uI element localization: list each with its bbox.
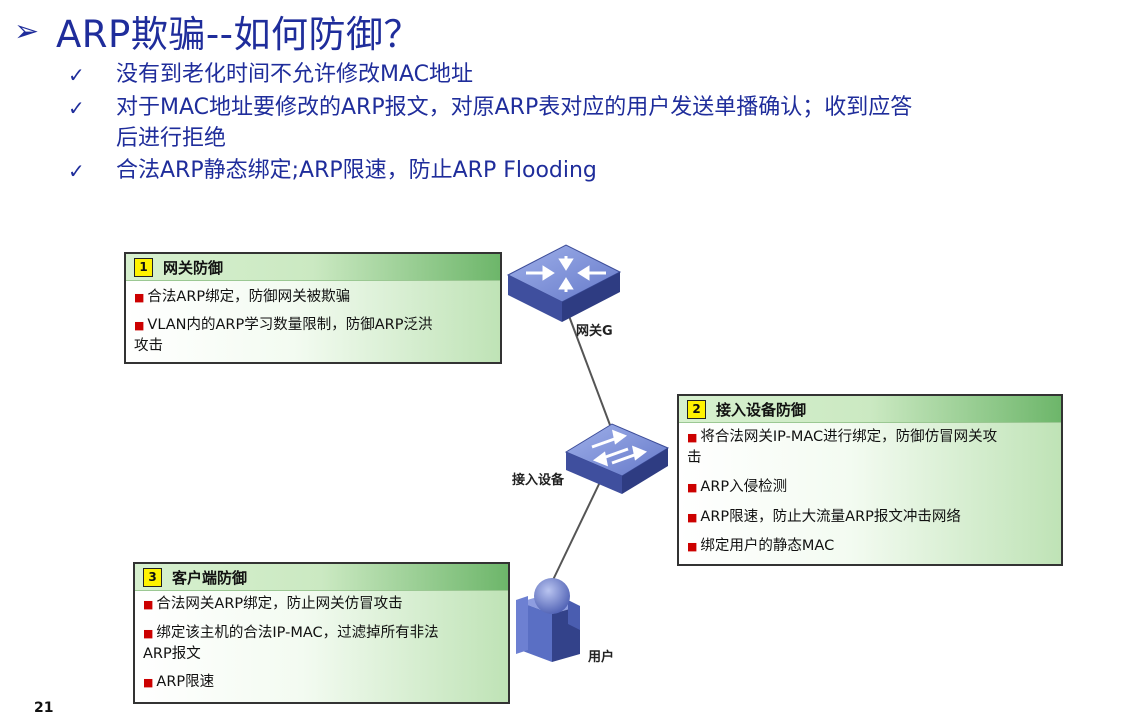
bullet-3: ✓ 合法ARP静态绑定;ARP限速，防止ARP Flooding [68,156,597,187]
red-square-icon: ■ [687,511,698,524]
bullet-text: 没有到老化时间不允许修改MAC地址 [116,62,474,87]
slide-title: ARP欺骗--如何防御？ [56,13,422,56]
gateway-defense-box: 1 网关防御 ■合法ARP绑定，防御网关被欺骗 ■VLAN内的ARP学习数量限制… [124,252,502,364]
gateway-label: 网关G [576,324,613,339]
page-number: 21 [34,700,54,716]
box-item-continuation: 攻击 [134,338,163,354]
box-item: ■合法网关ARP绑定，防止网关仿冒攻击 [143,596,403,612]
check-icon: ✓ [68,63,85,87]
red-square-icon: ■ [134,319,145,332]
red-square-icon: ■ [687,540,698,553]
box-item-continuation: 击 [687,450,702,466]
link-access-user [551,481,601,583]
slide-title-row: ➢ ARP欺骗--如何防御？ [14,6,421,56]
red-square-icon: ■ [143,627,154,640]
box-item: ■ARP入侵检测 [687,479,788,495]
bullet-text: 合法ARP静态绑定;ARP限速，防止ARP Flooding [116,158,597,183]
bullet-text: 对于MAC地址要修改的ARP报文，对原ARP表对应的用户发送单播确认；收到应答 [116,95,913,120]
access-device-label: 接入设备 [512,473,565,488]
box-title: 客户端防御 [172,568,248,587]
box-title: 网关防御 [163,258,224,277]
bullet-2: ✓ 对于MAC地址要修改的ARP报文，对原ARP表对应的用户发送单播确认；收到应… [68,93,912,124]
box-header: 2 接入设备防御 [679,396,1061,423]
box-header: 1 网关防御 [126,254,500,281]
red-square-icon: ■ [143,598,154,611]
red-square-icon: ■ [134,291,145,304]
access-device-defense-box: 2 接入设备防御 ■将合法网关IP-MAC进行绑定，防御仿冒网关攻 击 ■ARP… [677,394,1063,566]
red-square-icon: ■ [143,676,154,689]
bullet-text: 后进行拒绝 [116,126,227,151]
box-number: 2 [687,399,706,419]
gateway-router-icon [506,244,622,322]
check-icon: ✓ [68,96,85,120]
link-gateway-access [565,307,611,426]
box-header: 3 客户端防御 [135,564,508,591]
user-label: 用户 [588,650,615,665]
box-title: 接入设备防御 [716,400,807,419]
box-item: ■ARP限速 [143,674,215,690]
red-square-icon: ■ [687,481,698,494]
red-square-icon: ■ [687,431,698,444]
user-person-icon [516,578,580,662]
client-defense-box: 3 客户端防御 ■合法网关ARP绑定，防止网关仿冒攻击 ■绑定该主机的合法IP-… [133,562,510,704]
arrow-bullet-icon: ➢ [14,13,40,49]
box-number: 1 [134,257,153,277]
check-icon: ✓ [68,159,85,183]
box-item: ■将合法网关IP-MAC进行绑定，防御仿冒网关攻 [687,429,998,445]
box-item-continuation: ARP报文 [143,646,201,662]
box-item: ■绑定该主机的合法IP-MAC，过滤掉所有非法 [143,625,439,641]
access-switch-icon [564,423,670,494]
box-item: ■合法ARP绑定，防御网关被欺骗 [134,289,351,305]
bullet-1: ✓ 没有到老化时间不允许修改MAC地址 [68,60,473,91]
box-item: ■VLAN内的ARP学习数量限制，防御ARP泛洪 [134,317,433,333]
bullet-2-continuation: 后进行拒绝 [68,124,226,154]
box-number: 3 [143,567,162,587]
box-item: ■ARP限速，防止大流量ARP报文冲击网络 [687,509,961,525]
box-item: ■绑定用户的静态MAC [687,538,835,554]
